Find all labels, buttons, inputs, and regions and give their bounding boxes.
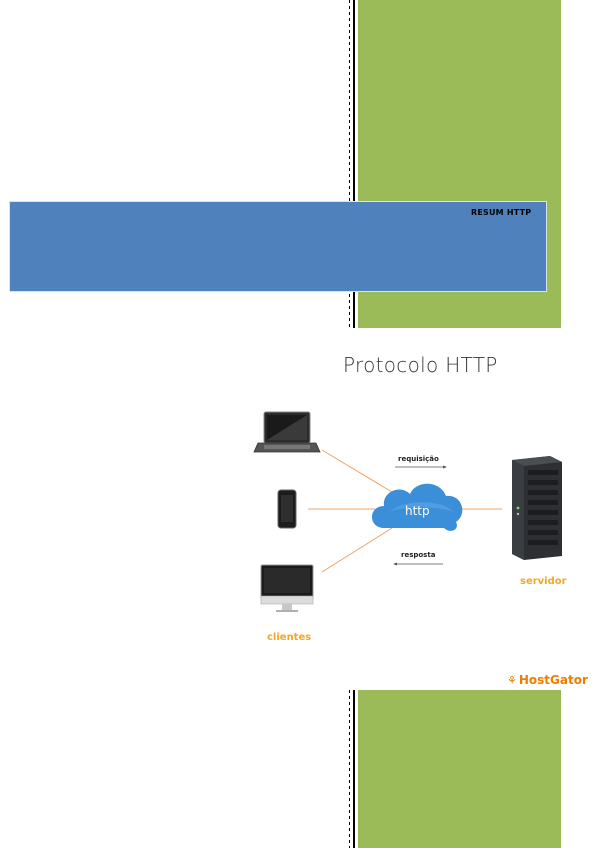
- desktop-connector: [321, 527, 393, 573]
- green-block-bottom: [358, 690, 561, 848]
- gator-icon: ⚘: [507, 673, 517, 687]
- dashed-rule-bottom: [349, 690, 350, 848]
- cloud-icon: [372, 483, 463, 531]
- hostgator-logo: ⚘ HostGator: [507, 673, 588, 687]
- phone-icon: [277, 489, 297, 529]
- response-label: resposta: [401, 551, 436, 559]
- solid-rule-bottom: [353, 690, 355, 848]
- server-label: servidor: [520, 576, 567, 587]
- request-label: requisição: [398, 455, 439, 463]
- desktop-icon: [260, 564, 314, 612]
- logo-text: HostGator: [518, 673, 588, 687]
- figure-title: Protocolo HTTP: [343, 353, 498, 377]
- banner-title: RESUM HTTP: [471, 208, 532, 217]
- solid-rule-top: [353, 0, 355, 328]
- clients-label: clientes: [267, 632, 312, 643]
- title-banner: [9, 201, 547, 292]
- server-icon: [512, 456, 562, 560]
- laptop-icon: [253, 411, 321, 453]
- laptop-connector: [321, 449, 393, 493]
- dashed-rule-top: [349, 0, 350, 328]
- cloud-label: http: [405, 504, 430, 518]
- http-diagram: requisição resposta http servidor client…: [250, 400, 599, 660]
